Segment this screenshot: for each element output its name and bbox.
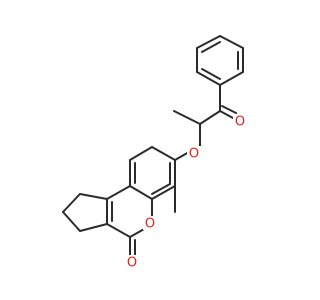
bond <box>151 185 176 200</box>
propanone-chain <box>173 84 237 147</box>
bond <box>199 110 221 125</box>
bond <box>219 110 234 119</box>
bond <box>79 223 108 232</box>
phenyl-ring <box>196 35 244 86</box>
bond <box>79 193 108 200</box>
bond <box>221 105 237 114</box>
benzo-ring <box>129 146 176 200</box>
structure-canvas: O O O O <box>62 35 247 271</box>
bond <box>62 211 81 232</box>
bond <box>174 151 190 161</box>
ring-oxygen: O <box>143 216 157 232</box>
bond <box>201 68 221 80</box>
bond <box>196 35 221 49</box>
oxygen-label: O <box>145 217 155 232</box>
cyclopentane-ring <box>62 193 108 232</box>
bond <box>106 223 131 238</box>
oxygen-label: O <box>189 147 199 162</box>
bond <box>219 35 244 49</box>
bond <box>196 71 221 86</box>
bond <box>62 193 81 213</box>
pyranone-ring <box>106 185 153 256</box>
bond <box>173 110 201 125</box>
molecule-diagram: O O O O <box>62 35 247 271</box>
ether-oxygen: O <box>187 146 201 162</box>
oxygen-label: O <box>235 115 245 130</box>
bond <box>129 146 153 161</box>
bond <box>151 146 176 161</box>
bond <box>151 183 171 195</box>
oxygen-label: O <box>127 256 137 271</box>
lactone-carbonyl-oxygen: O <box>125 255 139 271</box>
bond <box>129 185 153 200</box>
bond <box>106 185 131 200</box>
bond <box>201 41 221 53</box>
bond <box>219 71 244 86</box>
ketone-oxygen: O <box>233 114 247 130</box>
